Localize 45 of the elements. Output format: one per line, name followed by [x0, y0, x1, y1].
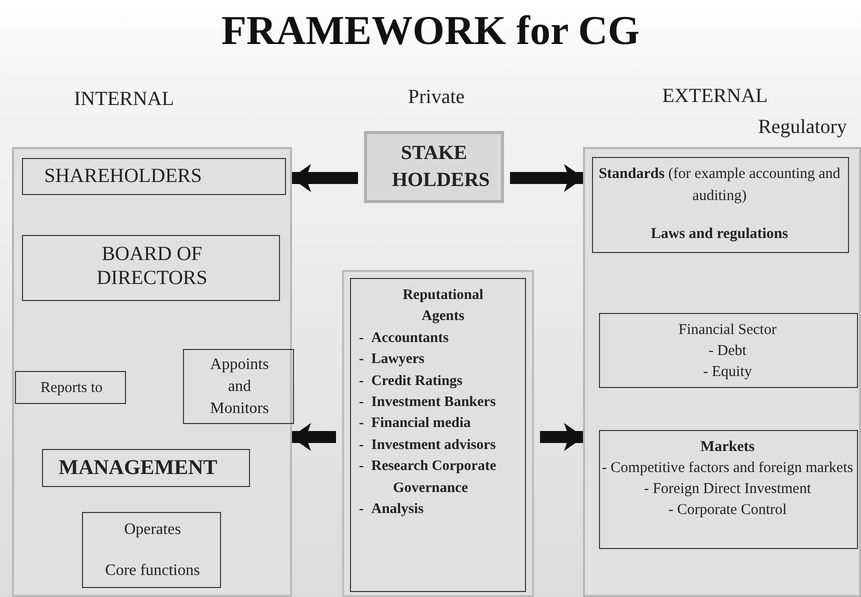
box-text: Laws and regulations [650, 225, 790, 243]
box-text: Appoints and Monitors [209, 355, 270, 419]
list-item: - Corporate Control [667, 501, 788, 520]
column-heading: INTERNAL [73, 87, 175, 111]
list-item: - Competitive factors and foreign markets [600, 459, 854, 478]
text-box [22, 158, 286, 195]
box-text: Operates [123, 520, 182, 540]
text-box [599, 430, 858, 549]
list-item: - Investment Bankers [359, 393, 497, 412]
list-item: - Analysis [359, 500, 425, 520]
list-item: - Investment advisors [359, 436, 497, 455]
box-text: Core functions [104, 561, 201, 580]
list-item: - Research Corporate Governance [359, 457, 498, 498]
column-heading: EXTERNAL [661, 84, 769, 108]
text-box [183, 349, 294, 424]
text-box [22, 235, 280, 301]
box-text: Reports to [39, 379, 104, 397]
column-heading: Regulatory [757, 115, 848, 139]
heading-text: Financial Sector [678, 321, 778, 340]
box-text: Standards (for example accounting and auditing) [598, 165, 842, 206]
arrow [291, 423, 336, 451]
diagram-title: FRAMEWORK for CG [221, 7, 640, 53]
list-item: - Debt [708, 342, 748, 361]
arrow [540, 423, 584, 451]
text-box [592, 157, 849, 253]
list-item: - Equity [702, 363, 753, 382]
text-box [42, 449, 250, 487]
arrow [510, 164, 584, 192]
arrow [291, 164, 358, 192]
list-item: - Credit Ratings [359, 372, 464, 391]
box-text: SHAREHOLDERS [43, 164, 203, 188]
heading-text: Reputational Agents [402, 286, 484, 326]
text-box [15, 371, 126, 404]
box-text: MANAGEMENT [58, 455, 218, 480]
box-text: BOARD OF DIRECTORS [96, 242, 208, 290]
section-label: Private [408, 86, 465, 109]
list-item: - Foreign Direct Investment [642, 480, 812, 499]
text-box [82, 512, 221, 588]
text-box [599, 313, 858, 388]
text-box [364, 131, 504, 203]
list-item: - Financial media [359, 414, 472, 434]
list-item: - Lawyers [359, 350, 426, 370]
heading-text: Markets [699, 438, 756, 457]
list-item: - Accountants [359, 328, 450, 348]
box-text: STAKE HOLDERS [391, 141, 491, 193]
